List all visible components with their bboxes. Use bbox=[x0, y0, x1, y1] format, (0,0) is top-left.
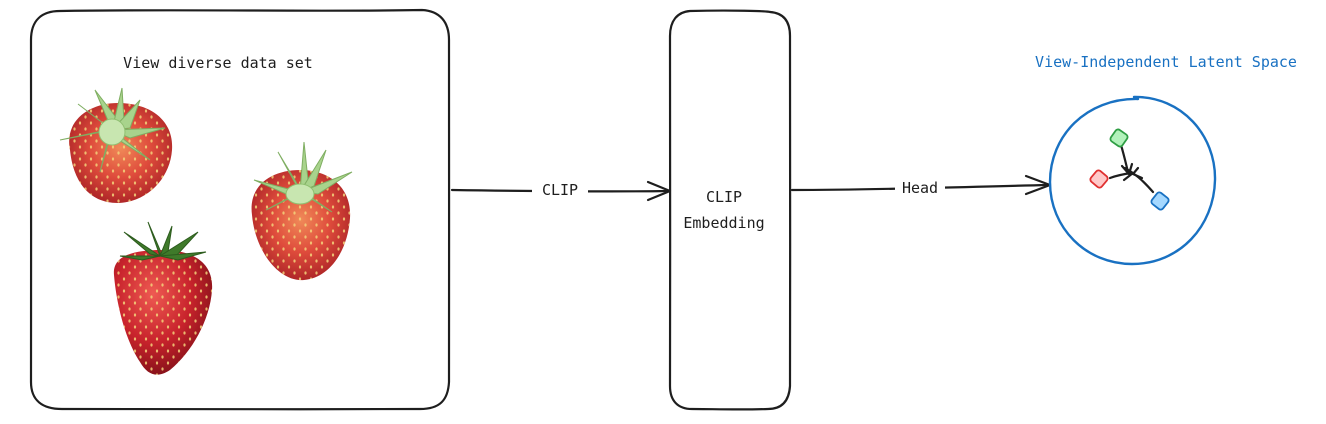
embedding-box: CLIP Embedding bbox=[670, 11, 791, 410]
dataset-box: View diverse data set bbox=[31, 10, 450, 409]
edge-clip: CLIP bbox=[452, 180, 670, 200]
strawberry-angled-view-image bbox=[252, 142, 352, 280]
convergence-arrowheads bbox=[1122, 164, 1142, 180]
edge-head: Head bbox=[792, 176, 1050, 197]
embedding-box-border bbox=[670, 11, 791, 410]
embedding-label-line1: CLIP bbox=[706, 188, 742, 206]
red-point-marker bbox=[1089, 169, 1109, 189]
strawberry-top-view-image bbox=[60, 88, 172, 203]
latent-space-title: View-Independent Latent Space bbox=[1035, 53, 1297, 71]
green-point-marker bbox=[1109, 128, 1128, 147]
latent-space: View-Independent Latent Space bbox=[1035, 53, 1297, 264]
strawberry-front-view-image bbox=[114, 222, 212, 375]
edge-head-label: Head bbox=[902, 179, 938, 197]
dataset-title: View diverse data set bbox=[123, 54, 313, 72]
edge-clip-label: CLIP bbox=[542, 181, 578, 199]
blue-point-marker bbox=[1150, 191, 1170, 211]
embedding-label-line2: Embedding bbox=[683, 214, 764, 232]
latent-space-circle bbox=[1050, 97, 1215, 264]
